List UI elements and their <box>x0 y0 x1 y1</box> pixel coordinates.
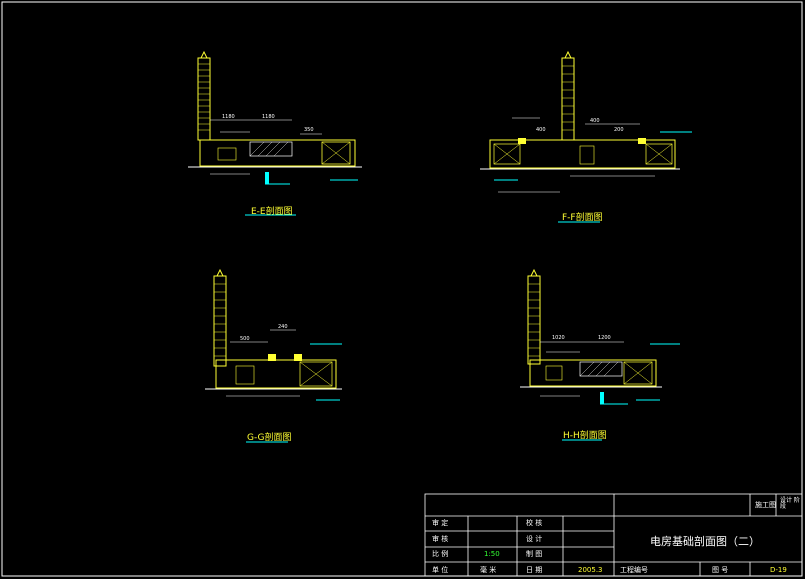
title-block-grid <box>424 493 803 577</box>
row-date-label: 日 期 <box>526 566 543 574</box>
row-date-value: 2005.3 <box>578 566 603 574</box>
row-drafter-label: 制 图 <box>526 550 543 558</box>
section-e-dim-2: 1180 <box>262 114 275 120</box>
row-approve-label: 审 定 <box>432 519 449 527</box>
section-e-dim-3: 350 <box>304 127 314 133</box>
drawing-no-label: 图 号 <box>712 566 729 574</box>
row-check-label: 校 核 <box>526 519 543 527</box>
row-unit-label: 单 位 <box>432 566 449 574</box>
row-scale-value: 1:50 <box>484 550 500 558</box>
section-e-dim-1: 1180 <box>222 114 235 120</box>
section-e-caption: E-E剖面图 <box>251 205 293 217</box>
section-f-dim-2: 400 <box>590 118 600 124</box>
project-no-label: 工程编号 <box>620 566 648 574</box>
drawing-no-value: D-19 <box>770 566 787 574</box>
section-g-caption: G-G剖面图 <box>247 431 292 443</box>
title-block-stage-label: 设计 阶段 <box>780 497 800 510</box>
section-e <box>188 50 362 185</box>
title-block-stage: 施工图 <box>755 501 776 509</box>
row-unit-value: 毫 米 <box>480 566 497 574</box>
section-g-dim-1: 500 <box>240 336 250 342</box>
section-f-caption: F-F剖面图 <box>562 211 603 223</box>
section-h-caption: H-H剖面图 <box>563 429 607 441</box>
drawing-title: 电房基础剖面图（二） <box>650 535 760 548</box>
section-h-dim-2: 1200 <box>598 335 611 341</box>
row-scale-label: 比 例 <box>432 550 449 558</box>
section-g-dim-2: 240 <box>278 324 288 330</box>
row-review-label: 审 核 <box>432 535 449 543</box>
section-h <box>520 268 680 405</box>
row-design-label: 设 计 <box>526 535 543 543</box>
section-f-dim-3: 200 <box>614 127 624 133</box>
section-f-dim-1: 400 <box>536 127 546 133</box>
section-h-dim-1: 1020 <box>552 335 565 341</box>
section-f <box>480 50 692 193</box>
section-g <box>205 268 342 401</box>
